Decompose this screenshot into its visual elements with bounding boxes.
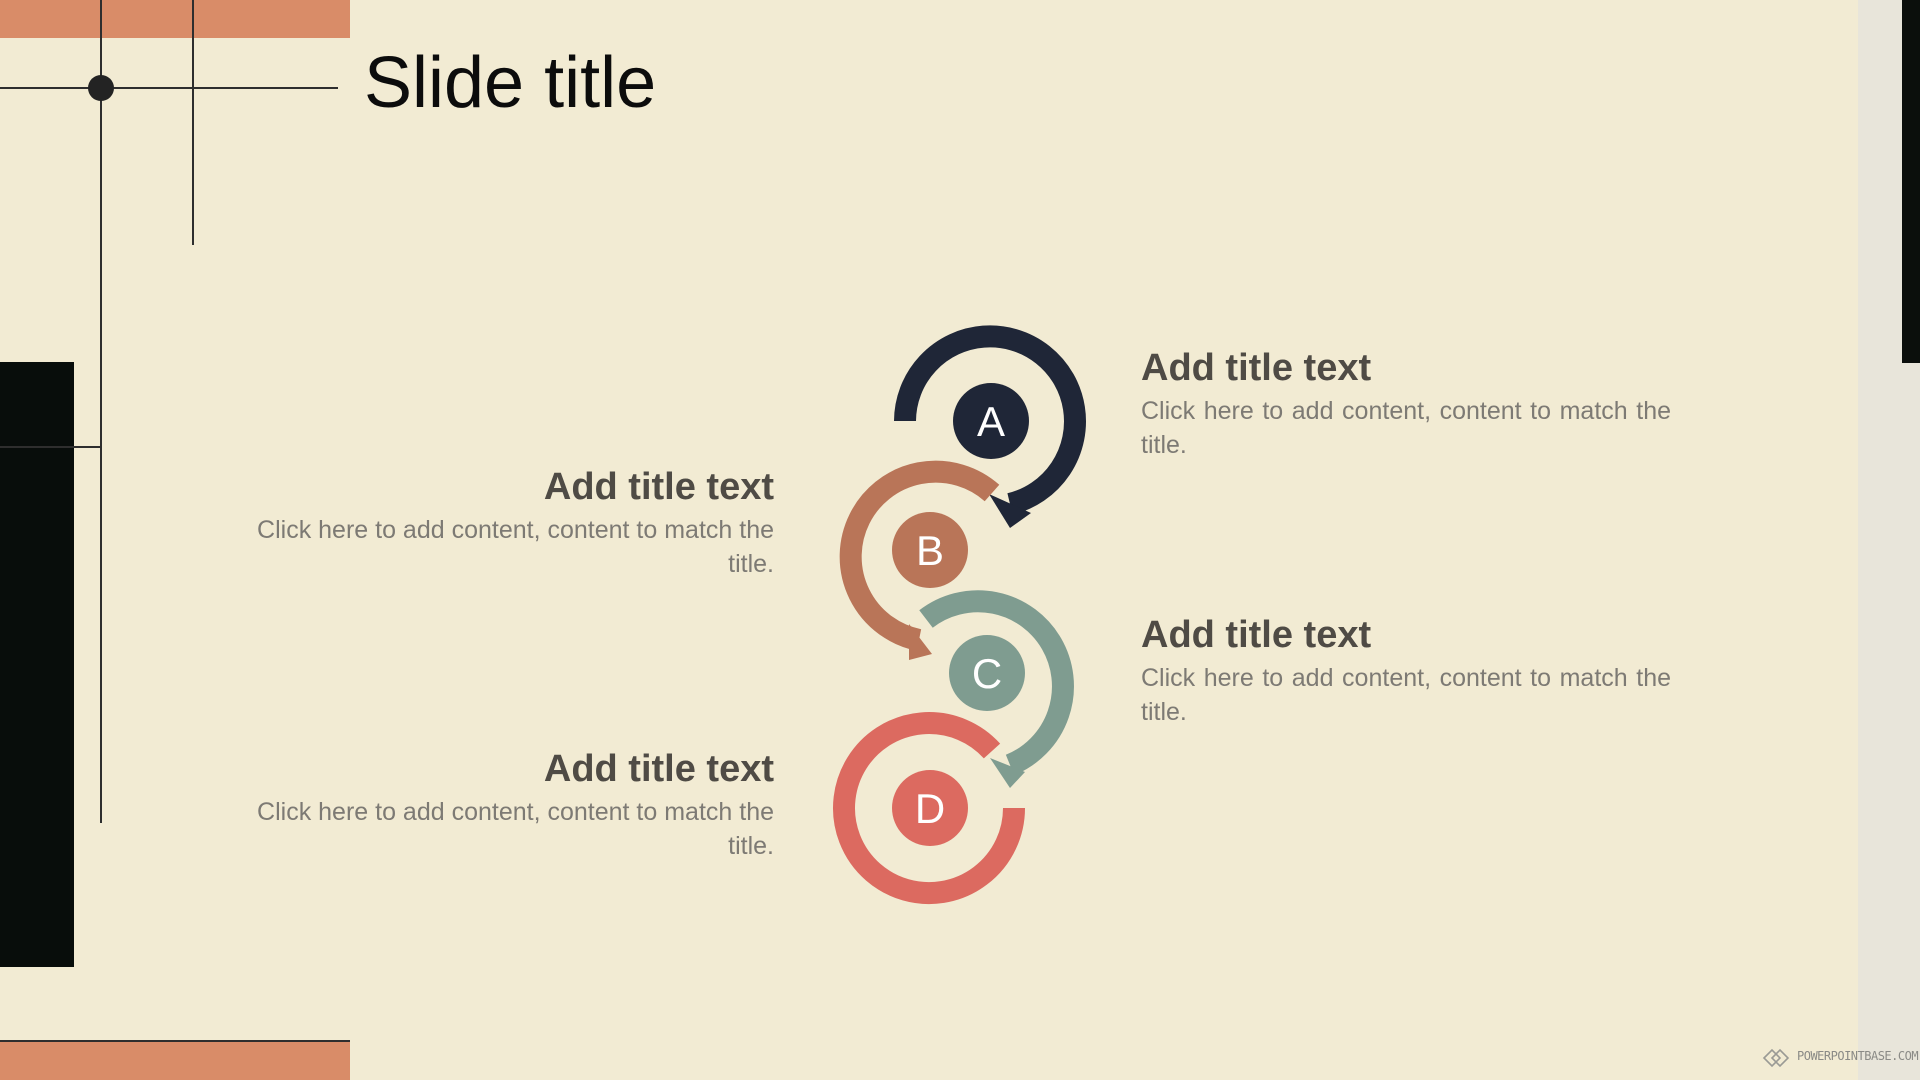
diamond-chain-logo-icon xyxy=(1762,1048,1790,1068)
vertical-guide-line-short xyxy=(192,0,194,245)
step-c-title: Add title text xyxy=(1141,614,1372,656)
step-b-title: Add title text xyxy=(543,466,774,508)
bottom-orange-bar xyxy=(0,1040,350,1080)
step-a-badge xyxy=(953,383,1029,459)
right-dark-bar xyxy=(1902,0,1920,363)
step-b-text-block[interactable]: Add title text Click here to add content… xyxy=(244,465,774,581)
step-a-letter: A xyxy=(977,398,1005,445)
vertical-guide-line xyxy=(100,0,102,823)
step-b-circular-arrow-icon xyxy=(839,460,1000,660)
step-c-letter: C xyxy=(972,650,1002,697)
step-b-body: Click here to add content, content to ma… xyxy=(257,516,774,578)
step-b-letter: B xyxy=(916,527,944,574)
bottom-orange-bar-edge xyxy=(0,1040,350,1042)
step-d-badge xyxy=(892,770,968,846)
step-c-body: Click here to add content, content to ma… xyxy=(1141,664,1671,726)
step-b-badge xyxy=(892,512,968,588)
step-d-text-block[interactable]: Add title text Click here to add content… xyxy=(244,747,774,863)
step-a-circular-arrow-icon xyxy=(894,325,1086,528)
brand-watermark: POWERPOINTBASE.COM xyxy=(1797,1049,1919,1063)
left-black-bar xyxy=(0,362,74,967)
guide-dot xyxy=(88,75,114,101)
horizontal-guide-line xyxy=(0,87,338,89)
step-c-badge xyxy=(949,635,1025,711)
step-c-text-block[interactable]: Add title text Click here to add content… xyxy=(1141,613,1671,729)
step-d-circular-arrow-icon xyxy=(833,712,1025,904)
step-d-letter: D xyxy=(915,785,945,832)
step-a-body: Click here to add content, content to ma… xyxy=(1141,397,1671,459)
step-a-text-block[interactable]: Add title text Click here to add content… xyxy=(1141,346,1671,462)
top-orange-bar xyxy=(0,0,350,38)
step-a-title: Add title text xyxy=(1141,347,1372,389)
slide-title[interactable]: Slide title xyxy=(364,43,657,123)
step-c-circular-arrow-icon xyxy=(919,590,1074,788)
horizontal-guide-line-small xyxy=(0,446,101,448)
step-d-body: Click here to add content, content to ma… xyxy=(257,798,774,860)
step-d-title: Add title text xyxy=(543,748,774,790)
abcd-cycle-diagram: A B C D xyxy=(833,325,1086,904)
